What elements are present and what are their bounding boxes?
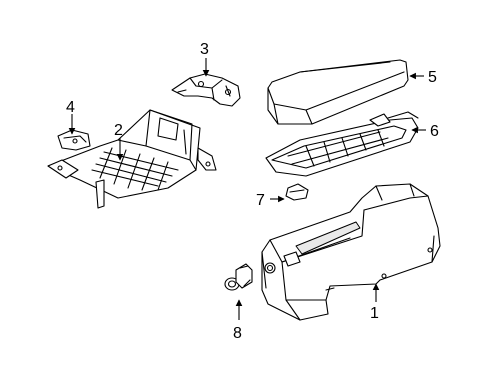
callout-2-label: 2 (114, 122, 123, 139)
clip-bracket-part (57, 129, 91, 151)
lid-tray-grid (287, 129, 389, 167)
hinge-bracket-part (171, 73, 241, 107)
armrest-lid-part (267, 59, 409, 125)
callout-6-label: 6 (430, 123, 439, 140)
callout-4-label: 4 (66, 99, 75, 116)
lid-tray-part (265, 111, 419, 177)
callout-5-label: 5 (428, 69, 437, 86)
power-outlet-part (224, 263, 253, 291)
callout-3-label: 3 (200, 41, 209, 58)
latch-part (285, 183, 309, 201)
console-body-part (261, 183, 441, 321)
callout-7-label: 7 (256, 192, 265, 209)
callout-1-label: 1 (370, 305, 379, 322)
callout-8-label: 8 (233, 325, 242, 342)
base-frame-part (47, 109, 217, 209)
base-frame-grid (91, 147, 179, 191)
